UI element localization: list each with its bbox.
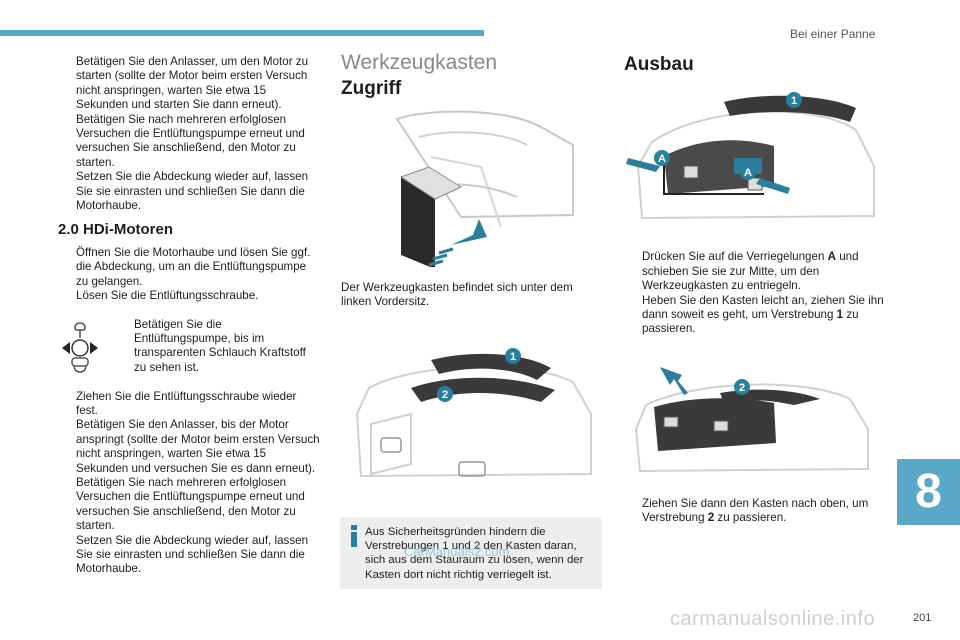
list-item-text: und schieben Sie sie zur Mitte, um den W… xyxy=(642,250,859,293)
hdi-engines-heading: 2.0 HDi-Motoren xyxy=(58,221,174,239)
list-item-text: Setzen Sie die Abdeckung wieder auf, las… xyxy=(76,533,309,576)
header-accent-bar xyxy=(0,30,484,36)
column-right: Ausbau 1 A A Drücken Sie auf die Verrieg… xyxy=(624,54,886,526)
latch-ref: A xyxy=(827,250,836,264)
list-item: Drücken Sie auf die Verriegelungen A und… xyxy=(624,250,886,293)
strut-2-label: 2 xyxy=(442,389,448,401)
strut-1-label: 1 xyxy=(791,95,797,107)
priming-pump-icon xyxy=(62,321,98,373)
bullet-list-final: Ziehen Sie dann den Kasten nach oben, um… xyxy=(624,497,886,526)
list-item-text: Drücken Sie auf die Verriegelungen xyxy=(642,250,828,264)
list-item: Heben Sie den Kasten leicht an, ziehen S… xyxy=(624,294,886,337)
bullet-list-removal: Drücken Sie auf die Verriegelungen A und… xyxy=(624,250,886,336)
list-item-text: Ziehen Sie dann den Kasten nach oben, um… xyxy=(642,496,869,525)
safety-note-text: Aus Sicherheitsgründen hindern die Verst… xyxy=(365,526,584,581)
chapter-title: Bei einer Panne xyxy=(790,27,876,41)
seat-illustration xyxy=(395,110,574,267)
page-number: 201 xyxy=(913,612,932,624)
list-item: Setzen Sie die Abdeckung wieder auf, las… xyxy=(58,534,320,577)
list-item-text: Betätigen Sie den Anlasser, um den Motor… xyxy=(76,55,309,112)
toolbox-release-illustration: 1 A A xyxy=(626,92,875,220)
watermark: CarManuals2.com xyxy=(404,544,510,559)
list-item-text: Ziehen Sie die Entlüftungsschraube wiede… xyxy=(76,389,297,417)
list-item: Betätigen Sie den Anlasser, bis der Moto… xyxy=(58,418,320,476)
list-item: Betätigen Sie die Entlüftungspumpe, bis … xyxy=(116,318,314,376)
toolbox-struts-illustration: 1 2 xyxy=(355,347,592,477)
list-item-text: Lösen Sie die Entlüftungsschraube. xyxy=(76,289,259,303)
list-item-text: Betätigen Sie die Entlüftungspumpe, bis … xyxy=(134,317,306,374)
list-item: Öffnen Sie die Motorhaube und lösen Sie … xyxy=(58,246,320,289)
list-item-text: Betätigen Sie nach mehreren erfolglosen … xyxy=(76,112,305,169)
column-middle: Werkzeugkasten Zugriff Der Werkzeugkaste… xyxy=(341,51,603,504)
footer-watermark: carmanualsonline.info xyxy=(670,608,876,630)
column-left: Betätigen Sie den Anlasser, um den Motor… xyxy=(58,55,320,577)
priming-pump-callout: Betätigen Sie die Entlüftungspumpe, bis … xyxy=(58,318,320,380)
list-item-text: Öffnen Sie die Motorhaube und lösen Sie … xyxy=(76,245,311,288)
list-item-text: Betätigen Sie den Anlasser, bis der Moto… xyxy=(76,418,320,475)
list-item: Betätigen Sie nach mehreren erfolglosen … xyxy=(58,476,320,534)
list-item-text: Setzen Sie die Abdeckung wieder auf, las… xyxy=(76,170,309,213)
strut-ref: 1 xyxy=(836,308,844,322)
list-item: Ziehen Sie dann den Kasten nach oben, um… xyxy=(624,497,886,526)
list-item: Setzen Sie die Abdeckung wieder auf, las… xyxy=(58,170,320,213)
bullet-list-mid: Öffnen Sie die Motorhaube und lösen Sie … xyxy=(58,246,320,304)
latch-a-label: A xyxy=(658,153,666,165)
toolbox-lift-illustration: 2 xyxy=(634,366,869,472)
list-item-text: Heben Sie den Kasten leicht an, ziehen S… xyxy=(642,293,884,322)
toolbox-location-paragraph: Der Werkzeugkasten befindet sich unter d… xyxy=(341,280,573,309)
list-item: Ziehen Sie die Entlüftungsschraube wiede… xyxy=(58,390,320,419)
info-icon xyxy=(351,525,357,547)
strut-ref: 2 xyxy=(707,511,715,525)
latch-a-label: A xyxy=(744,167,752,179)
bullet-list-top: Betätigen Sie den Anlasser, um den Motor… xyxy=(58,55,320,213)
strut-2-label: 2 xyxy=(739,382,745,394)
list-item: Lösen Sie die Entlüftungsschraube. xyxy=(58,289,320,303)
list-item-text: zu passieren. xyxy=(714,511,787,525)
bullet-list-bottom: Ziehen Sie die Entlüftungsschraube wiede… xyxy=(58,390,320,577)
strut-1-label: 1 xyxy=(510,351,516,363)
subsection-title-removal: Ausbau xyxy=(624,54,694,75)
section-title-toolbox: Werkzeugkasten xyxy=(341,51,498,74)
chapter-number-tab: 8 xyxy=(897,459,960,525)
safety-note: Aus Sicherheitsgründen hindern die Verst… xyxy=(340,517,602,589)
list-item-text: zu passieren. xyxy=(642,308,859,336)
list-item: Betätigen Sie nach mehreren erfolglosen … xyxy=(58,113,320,171)
list-item-text: Betätigen Sie nach mehreren erfolglosen … xyxy=(76,475,305,533)
subsection-title-access: Zugriff xyxy=(341,78,402,100)
list-item: Betätigen Sie den Anlasser, um den Motor… xyxy=(58,55,320,113)
